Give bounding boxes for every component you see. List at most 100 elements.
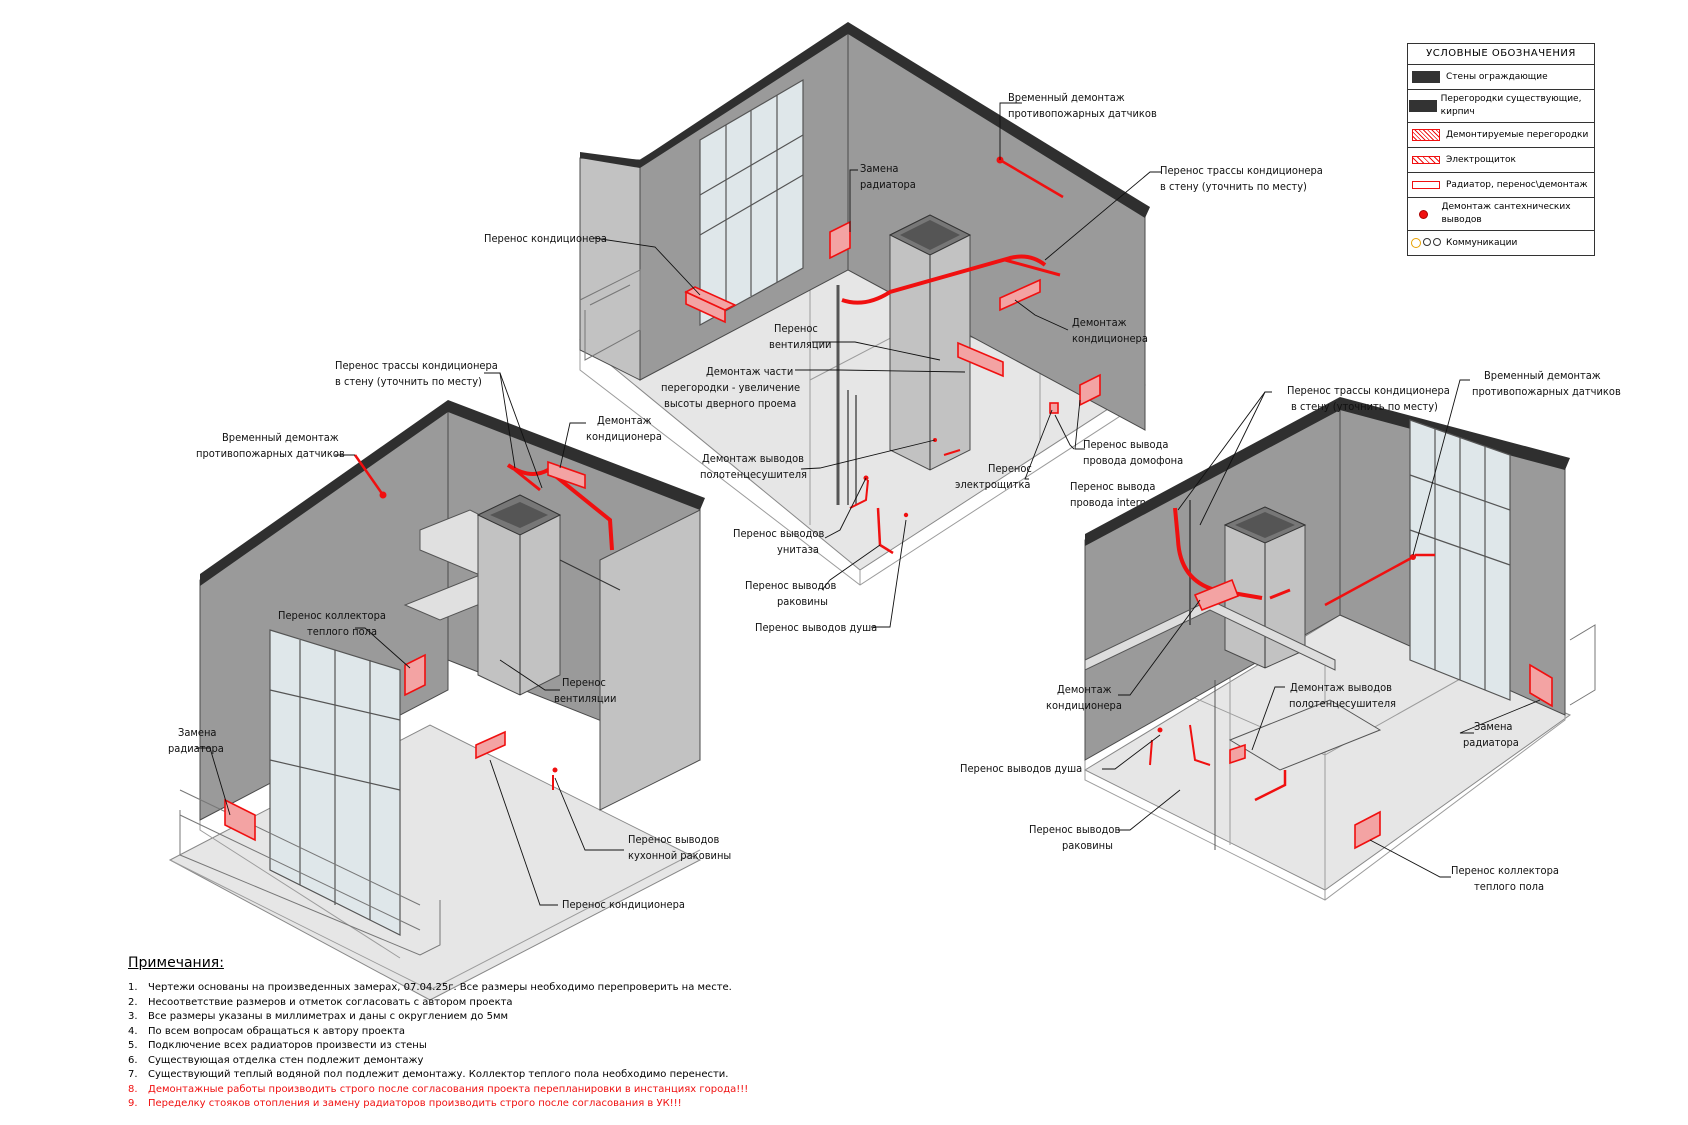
top-radiator <box>829 220 851 260</box>
top-label-toilet-1: Перенос выводов <box>733 527 824 540</box>
top-label-sink-2: раковины <box>777 595 828 608</box>
top-ac-unit-right <box>999 278 1041 312</box>
right-label-ac-route-1: Перенос трассы кондиционера <box>1287 384 1450 397</box>
right-isometric-view: Перенос трассы кондиционера в стену (уто… <box>960 369 1621 901</box>
legend-row: Перегородки существующие, кирпич <box>1408 90 1594 123</box>
left-label-vent-1: Перенос <box>562 676 606 689</box>
right-label-replace-rad-2: радиатора <box>1463 736 1519 749</box>
top-label-toilet-2: унитаза <box>777 543 819 556</box>
right-label-sink-1: Перенос выводов <box>1029 823 1120 836</box>
top-wall-cap <box>640 22 1150 218</box>
top-label-partial-1: Демонтаж части <box>706 365 793 378</box>
left-label-kitchen-1: Перенос выводов <box>628 833 719 846</box>
legend-label: Коммуникации <box>1446 237 1518 248</box>
top-electric-shield <box>1079 373 1101 407</box>
left-label-move-ac: Перенос кондиционера <box>562 898 685 911</box>
top-label-partial-2: перегородки - увеличение <box>661 381 800 394</box>
right-label-shower: Перенос выводов душа <box>960 762 1082 775</box>
top-label-replace-rad-2: радиатора <box>860 178 916 191</box>
communications-swatch <box>1411 238 1441 248</box>
electric-shield-swatch <box>1412 156 1440 164</box>
top-label-ac-demount-1: Демонтаж <box>1072 316 1127 329</box>
right-collector <box>1354 810 1381 850</box>
left-label-collector-1: Перенос коллектора <box>278 609 386 622</box>
right-label-sink-2: раковины <box>1062 839 1113 852</box>
right-label-ac-route-2: в стену (уточнить по месту) <box>1291 400 1438 413</box>
right-balcony-rail <box>1569 624 1596 706</box>
top-label-towel-2: полотенцесушителя <box>700 468 807 481</box>
note-item-warning: 9.Переделку стояков отопления и замену р… <box>128 1098 682 1109</box>
top-label-towel-1: Демонтаж выводов <box>702 452 804 465</box>
notes-title: Примечания: <box>128 955 224 971</box>
left-label-ac-route-1: Перенос трассы кондиционера <box>335 359 498 372</box>
left-radiator <box>224 798 256 842</box>
left-partition <box>599 509 701 811</box>
legend-label: Демонтаж сантехнических выводов <box>1441 202 1571 225</box>
legend-label: Перегородки существующие, кирпич <box>1440 94 1582 117</box>
top-partition-demount <box>957 341 1004 378</box>
top-label-temp-demount-2: противопожарных датчиков <box>1008 107 1157 120</box>
legend-label: Электрощиток <box>1446 154 1516 165</box>
left-balcony-rail <box>179 810 441 956</box>
legend-label: Радиатор, перенос\демонтаж <box>1446 179 1588 190</box>
exterior-wall-swatch <box>1412 71 1440 83</box>
top-label-intercom-1: Перенос вывода <box>1083 438 1168 451</box>
legend-row: Радиатор, перенос\демонтаж <box>1408 173 1594 198</box>
note-item: 1.Чертежи основаны на произведенных заме… <box>128 982 732 993</box>
left-label-temp-demount-2: противопожарных датчиков <box>196 447 345 460</box>
top-label-temp-demount-1: Временный демонтаж <box>1008 91 1125 104</box>
left-label-collector-2: теплого пола <box>307 625 377 638</box>
legend-row: Демонтируемые перегородки <box>1408 123 1594 148</box>
top-balcony-rail <box>579 269 641 361</box>
note-item: 4.По всем вопросам обращаться к автору п… <box>128 1025 405 1037</box>
top-label-elshield-1: Перенос <box>988 462 1032 475</box>
legend-title: УСЛОВНЫЕ ОБОЗНАЧЕНИЯ <box>1408 44 1594 65</box>
left-isometric-view: Перенос трассы кондиционера в стену (уто… <box>168 359 731 1001</box>
note-item: 3.Все размеры указаны в миллиметрах и да… <box>128 1011 509 1022</box>
legend-row: Стены ограждающие <box>1408 65 1594 90</box>
left-label-ac-demount-1: Демонтаж <box>597 414 652 427</box>
right-ac-unit <box>1193 578 1240 612</box>
note-item: 2.Несоответствие размеров и отметок согл… <box>128 996 513 1008</box>
right-label-ac-demount-2: кондиционера <box>1046 699 1122 712</box>
top-label-ac-demount-2: кондиционера <box>1072 332 1148 345</box>
top-label-internet-2: провода internet <box>1070 496 1156 509</box>
legend-row: Коммуникации <box>1408 231 1594 255</box>
radiator-swatch <box>1412 181 1440 189</box>
top-label-shower: Перенос выводов душа <box>755 621 877 634</box>
right-label-temp-demount-2: противопожарных датчиков <box>1472 385 1621 398</box>
right-label-towel-1: Демонтаж выводов <box>1290 681 1392 694</box>
right-label-collector-1: Перенос коллектора <box>1451 864 1559 877</box>
top-isometric-view: Временный демонтаж противопожарных датчи… <box>484 22 1323 634</box>
demount-partition-swatch <box>1412 129 1440 141</box>
top-label-partial-3: высоты дверного проема <box>664 397 796 410</box>
top-label-ac-route-2: в стену (уточнить по месту) <box>1160 180 1307 193</box>
top-label-elshield-2: электрощитка <box>955 478 1031 491</box>
left-label-ac-route-2: в стену (уточнить по месту) <box>335 375 482 388</box>
left-label-kitchen-2: кухонной раковины <box>628 849 731 862</box>
right-label-towel-2: полотенцесушителя <box>1289 697 1396 710</box>
left-label-vent-2: вентиляции <box>554 692 616 705</box>
right-radiator <box>1529 663 1553 708</box>
note-item: 7.Существующий теплый водяной пол подлеж… <box>128 1069 729 1080</box>
legend-label: Демонтируемые перегородки <box>1446 129 1589 140</box>
legend-label: Стены ограждающие <box>1446 71 1548 82</box>
right-label-temp-demount-1: Временный демонтаж <box>1484 369 1601 382</box>
notes-block: Примечания: 1.Чертежи основаны на произв… <box>128 955 848 1112</box>
top-label-vent-2: вентиляции <box>769 338 831 351</box>
top-label-intercom-2: провода домофона <box>1083 454 1183 467</box>
top-label-move-ac: Перенос кондиционера <box>484 232 607 245</box>
left-ac-unit-bottom <box>475 730 506 760</box>
note-item: 6.Существующая отделка стен подлежит дем… <box>128 1054 424 1066</box>
plumbing-outlet-swatch <box>1419 209 1429 219</box>
right-label-replace-rad-1: Замена <box>1474 720 1513 733</box>
top-label-ac-route-1: Перенос трассы кондиционера <box>1160 164 1323 177</box>
top-label-replace-rad-1: Замена <box>860 162 899 175</box>
left-label-temp-demount-1: Временный демонтаж <box>222 431 339 444</box>
note-item-warning: 8.Демонтажные работы производить строго … <box>128 1083 749 1095</box>
top-label-internet-1: Перенос вывода <box>1070 480 1155 493</box>
brick-partition-swatch <box>1409 100 1438 112</box>
note-item: 5.Подключение всех радиаторов произвести… <box>128 1040 427 1051</box>
right-electric-shield <box>1229 743 1246 765</box>
